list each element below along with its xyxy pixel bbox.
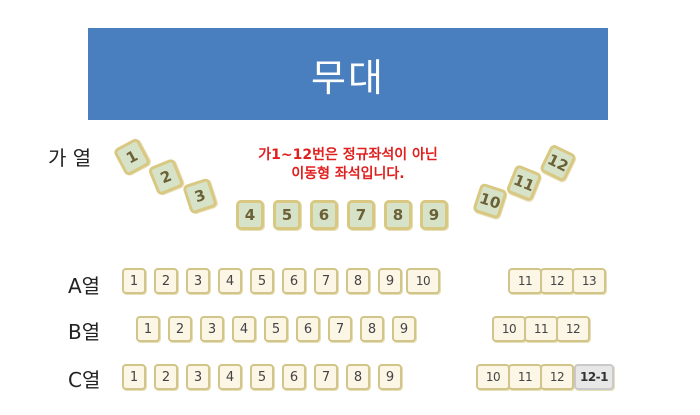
seat-a-11[interactable]: 11 xyxy=(508,268,542,294)
seat-c-12-1[interactable]: 12-1 xyxy=(574,364,614,390)
notice-line-2: 이동형 좌석입니다. xyxy=(291,166,405,182)
seat-a-6[interactable]: 6 xyxy=(282,268,306,294)
seat-a-9[interactable]: 9 xyxy=(378,268,402,294)
seat-b-12[interactable]: 12 xyxy=(556,316,590,342)
row-label-b: B열 xyxy=(68,320,101,344)
seat-b-8[interactable]: 8 xyxy=(360,316,384,342)
seat-ga-8[interactable]: 8 xyxy=(384,200,412,230)
seat-ga-1[interactable]: 1 xyxy=(112,137,152,177)
seat-b-6[interactable]: 6 xyxy=(296,316,320,342)
seat-a-5[interactable]: 5 xyxy=(250,268,274,294)
seat-ga-4[interactable]: 4 xyxy=(236,200,264,230)
seat-c-12[interactable]: 12 xyxy=(540,364,574,390)
row-label-a: A열 xyxy=(68,274,101,298)
seat-c-7[interactable]: 7 xyxy=(314,364,338,390)
seat-b-10[interactable]: 10 xyxy=(492,316,526,342)
seat-b-1[interactable]: 1 xyxy=(136,316,160,342)
seat-c-1[interactable]: 1 xyxy=(122,364,146,390)
seat-a-8[interactable]: 8 xyxy=(346,268,370,294)
seat-ga-7[interactable]: 7 xyxy=(347,200,375,230)
seat-c-10[interactable]: 10 xyxy=(476,364,510,390)
stage-label: 무대 xyxy=(311,55,385,100)
seat-a-3[interactable]: 3 xyxy=(186,268,210,294)
seat-a-7[interactable]: 7 xyxy=(314,268,338,294)
seat-c-2[interactable]: 2 xyxy=(154,364,178,390)
seat-c-6[interactable]: 6 xyxy=(282,364,306,390)
seat-ga-11[interactable]: 11 xyxy=(505,163,543,203)
seat-b-2[interactable]: 2 xyxy=(168,316,192,342)
seat-ga-9[interactable]: 9 xyxy=(420,200,448,230)
seat-b-5[interactable]: 5 xyxy=(264,316,288,342)
seat-ga-12[interactable]: 12 xyxy=(538,143,578,183)
seat-ga-10[interactable]: 10 xyxy=(472,182,508,220)
seat-a-12[interactable]: 12 xyxy=(540,268,574,294)
seat-b-4[interactable]: 4 xyxy=(232,316,256,342)
notice-line-1: 가1~12번은 정규좌석이 아닌 xyxy=(258,147,438,163)
seat-ga-5[interactable]: 5 xyxy=(273,200,301,230)
seat-c-8[interactable]: 8 xyxy=(346,364,370,390)
seat-b-7[interactable]: 7 xyxy=(328,316,352,342)
seat-a-1[interactable]: 1 xyxy=(122,268,146,294)
seat-c-3[interactable]: 3 xyxy=(186,364,210,390)
stage-banner: 무대 xyxy=(88,28,608,120)
movable-seat-notice: 가1~12번은 정규좌석이 아닌 이동형 좌석입니다. xyxy=(228,146,468,184)
row-label-c: C열 xyxy=(68,368,101,392)
seat-b-3[interactable]: 3 xyxy=(200,316,224,342)
seat-b-11[interactable]: 11 xyxy=(524,316,558,342)
seat-c-9[interactable]: 9 xyxy=(378,364,402,390)
row-label-ga: 가 열 xyxy=(48,146,92,170)
seat-ga-3[interactable]: 3 xyxy=(182,177,218,215)
seat-c-11[interactable]: 11 xyxy=(508,364,542,390)
seat-b-9[interactable]: 9 xyxy=(392,316,416,342)
seat-ga-2[interactable]: 2 xyxy=(147,157,185,197)
seat-a-2[interactable]: 2 xyxy=(154,268,178,294)
seat-a-13[interactable]: 13 xyxy=(572,268,606,294)
seat-ga-6[interactable]: 6 xyxy=(310,200,338,230)
seat-a-4[interactable]: 4 xyxy=(218,268,242,294)
seat-c-4[interactable]: 4 xyxy=(218,364,242,390)
seat-c-5[interactable]: 5 xyxy=(250,364,274,390)
seat-a-10[interactable]: 10 xyxy=(406,268,440,294)
